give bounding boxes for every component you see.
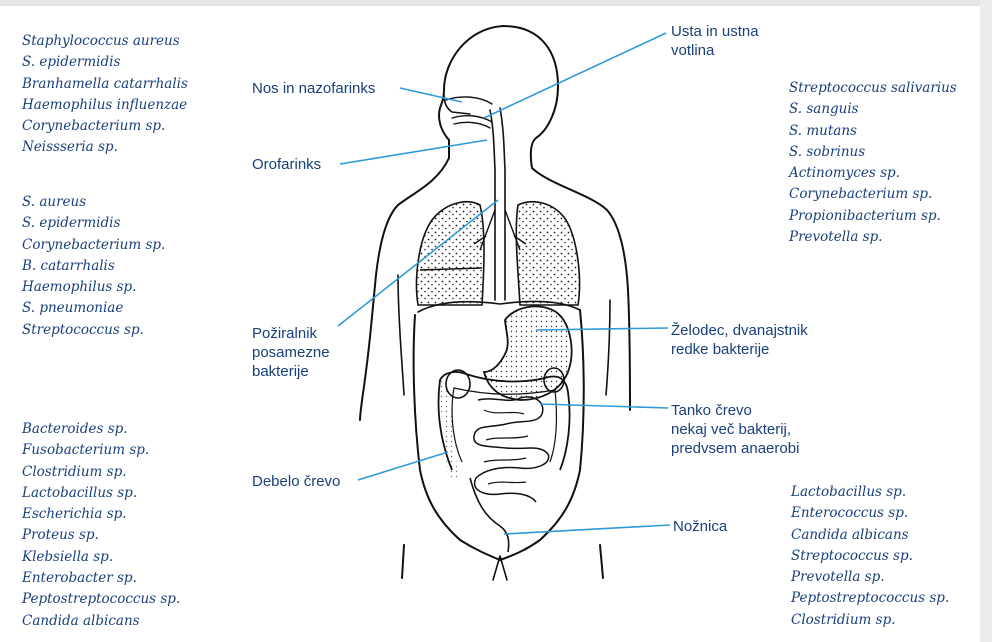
label-nose: Nos in nazofarinks	[252, 79, 375, 98]
label-mouth: Usta in ustna votlina	[671, 22, 759, 60]
list-item: Enterococcus sp.	[791, 503, 949, 524]
label-small-intestine: Tanko črevo nekaj več bakterij, predvsem…	[671, 401, 799, 458]
stomach	[484, 306, 572, 400]
list-item: Haemophilus influenzae	[22, 95, 188, 116]
list-item: S. sanguis	[789, 99, 957, 120]
list-item: S. epidermidis	[22, 213, 165, 234]
list-item: Escherichia sp.	[22, 504, 180, 525]
list-item: Propionibacterium sp.	[789, 206, 957, 227]
list-item: Proteus sp.	[22, 525, 180, 546]
leader-small-intestine	[540, 404, 668, 408]
list-item: Corynebacterium sp.	[789, 184, 957, 205]
list-item: S. mutans	[789, 121, 957, 142]
right-inner-arm	[606, 300, 610, 395]
list-item: Candida albicans	[22, 611, 180, 632]
list-item: S. aureus	[22, 192, 165, 213]
esophagus-right	[500, 108, 505, 300]
list-item: Branhamella catarrhalis	[22, 74, 188, 95]
leader-nose	[400, 88, 462, 102]
list-item: Streptococcus sp.	[791, 546, 949, 567]
list-item: S. sobrinus	[789, 142, 957, 163]
right-lung	[516, 202, 579, 305]
list-item: S. pneumoniae	[22, 298, 165, 319]
list-item: Staphylococcus aureus	[22, 31, 188, 52]
list-item: Clostridium sp.	[791, 610, 949, 631]
label-vagina: Nožnica	[673, 517, 727, 536]
list-item: Peptostreptococcus sp.	[791, 588, 949, 609]
skin-bacteria-list: Staphylococcus aureus S. epidermidis Bra…	[22, 31, 188, 159]
list-item: Corynebacterium sp.	[22, 235, 165, 256]
tongue	[454, 122, 490, 128]
abdomen-left	[414, 315, 500, 560]
list-item: Streptococcus sp.	[22, 320, 165, 341]
list-item: Prevotella sp.	[791, 567, 949, 588]
list-item: Neissseria sp.	[22, 137, 188, 158]
left-lung	[417, 202, 484, 305]
left-leg	[402, 545, 404, 578]
cecum	[446, 370, 470, 398]
rectum	[470, 478, 509, 552]
list-item: Streptococcus salivarius	[789, 78, 957, 99]
leader-oropharynx	[340, 140, 487, 164]
leader-colon	[358, 452, 448, 480]
leader-vagina	[504, 525, 670, 534]
list-item: Clostridium sp.	[22, 462, 180, 483]
left-inner-arm	[398, 275, 404, 395]
label-esophagus: Požiralnik posamezne bakterije	[252, 324, 330, 381]
list-item: Enterobacter sp.	[22, 568, 180, 589]
mouth-bacteria-list: Streptococcus salivarius S. sanguis S. m…	[789, 78, 957, 248]
list-item: B. catarrhalis	[22, 256, 165, 277]
list-item: Haemophilus sp.	[22, 277, 165, 298]
list-item: Actinomyces sp.	[789, 163, 957, 184]
list-item: S. epidermidis	[22, 52, 188, 73]
list-item: Lactobacillus sp.	[22, 483, 180, 504]
list-item: Corynebacterium sp.	[22, 116, 188, 137]
list-item: Prevotella sp.	[789, 227, 957, 248]
right-leg	[600, 545, 603, 578]
list-item: Fusobacterium sp.	[22, 440, 180, 461]
label-colon: Debelo črevo	[252, 472, 340, 491]
list-item: Peptostreptococcus sp.	[22, 589, 180, 610]
nose-bacteria-list: S. aureus S. epidermidis Corynebacterium…	[22, 192, 165, 341]
leader-mouth	[484, 33, 666, 118]
list-item: Candida albicans	[791, 525, 949, 546]
label-oropharynx: Orofarinks	[252, 155, 321, 174]
vagina-bacteria-list: Lactobacillus sp. Enterococcus sp. Candi…	[791, 482, 949, 631]
colon-bacteria-list: Bacteroides sp. Fusobacterium sp. Clostr…	[22, 419, 180, 632]
list-item: Lactobacillus sp.	[791, 482, 949, 503]
label-stomach: Želodec, dvanajstnik redke bakterije	[671, 321, 808, 359]
list-item: Klebsiella sp.	[22, 547, 180, 568]
list-item: Bacteroides sp.	[22, 419, 180, 440]
